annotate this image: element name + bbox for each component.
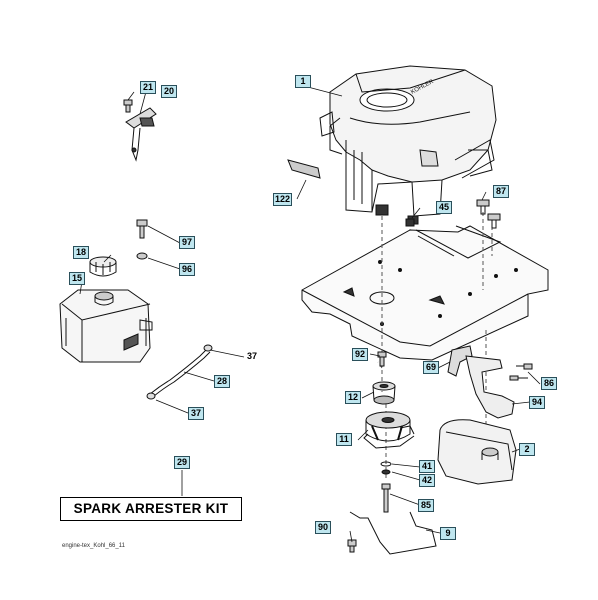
part-92-drawing — [377, 351, 387, 367]
callout-2[interactable]: 2 — [519, 443, 535, 456]
part-122-drawing — [287, 159, 321, 179]
part-20-drawing — [125, 107, 157, 162]
part-85-drawing — [381, 483, 391, 513]
callout-11[interactable]: 11 — [336, 433, 352, 446]
part-45-drawing — [405, 218, 415, 227]
part-41-drawing — [380, 461, 392, 467]
callout-12[interactable]: 12 — [345, 391, 361, 404]
part-21-drawing — [123, 99, 133, 113]
callout-90[interactable]: 90 — [315, 521, 331, 534]
callout-94[interactable]: 94 — [529, 396, 545, 409]
part-28-drawing — [146, 344, 213, 400]
callout-96[interactable]: 96 — [179, 263, 195, 276]
callout-29[interactable]: 29 — [174, 456, 190, 469]
part-90-drawing — [347, 539, 357, 553]
part-94-drawing — [465, 355, 515, 419]
part-11-drawing — [363, 411, 415, 449]
part-87-drawing — [476, 199, 501, 229]
part-42-drawing — [381, 469, 391, 475]
callout-1[interactable]: 1 — [295, 75, 311, 88]
callout-45[interactable]: 45 — [436, 201, 452, 214]
part-97-drawing — [136, 219, 148, 239]
callout-28[interactable]: 28 — [214, 375, 230, 388]
callout-92[interactable]: 92 — [352, 348, 368, 361]
callout-18[interactable]: 18 — [73, 246, 89, 259]
callout-122[interactable]: 122 — [273, 193, 293, 206]
part-86-drawing — [509, 363, 533, 381]
spark-arrester-kit-label: SPARK ARRESTER KIT — [60, 497, 242, 521]
callout-15[interactable]: 15 — [69, 272, 85, 285]
document-code: engine-tex_Kohl_66_11 — [62, 543, 125, 549]
callout-9[interactable]: 9 — [440, 527, 456, 540]
callout-37-top[interactable]: 37 — [246, 351, 257, 361]
callout-87[interactable]: 87 — [493, 185, 509, 198]
part-2-drawing — [437, 419, 517, 485]
chassis-plate-drawing — [301, 225, 549, 361]
part-12-drawing — [372, 381, 396, 405]
part-15-drawing — [59, 289, 153, 363]
callout-86[interactable]: 86 — [541, 377, 557, 390]
callout-69[interactable]: 69 — [423, 361, 439, 374]
part-18-drawing — [89, 256, 117, 277]
part-69-drawing — [447, 345, 473, 377]
part-9-drawing — [349, 511, 437, 555]
engine-drawing: KOHLER — [319, 65, 497, 225]
callout-37-bottom[interactable]: 37 — [188, 407, 204, 420]
callout-97[interactable]: 97 — [179, 236, 195, 249]
callout-21[interactable]: 21 — [140, 81, 156, 94]
callout-20[interactable]: 20 — [161, 85, 177, 98]
callout-85[interactable]: 85 — [418, 499, 434, 512]
callout-42[interactable]: 42 — [419, 474, 435, 487]
callout-41[interactable]: 41 — [419, 460, 435, 473]
part-96-drawing — [136, 252, 148, 260]
